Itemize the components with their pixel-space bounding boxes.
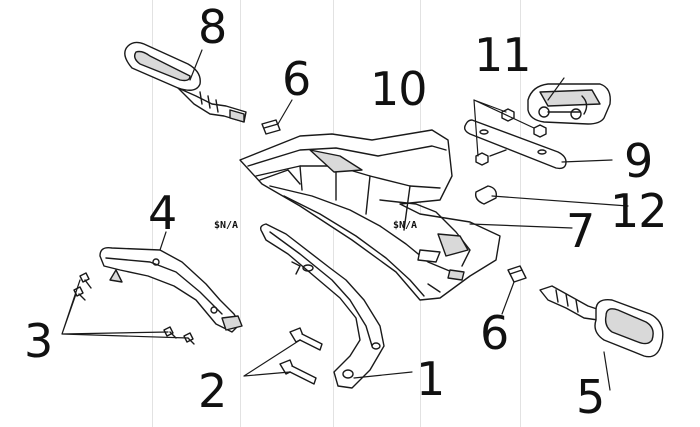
front-turn-signal-part: [125, 42, 246, 122]
na-label-right: $N/A: [393, 220, 418, 231]
leader-lines: [62, 50, 628, 390]
grid-line: [152, 0, 153, 427]
grid-line: [240, 0, 241, 427]
callout-6-upper: 6: [282, 52, 311, 106]
callout-3: 3: [24, 314, 53, 368]
bolt-part: [280, 328, 322, 384]
callout-2: 2: [198, 364, 227, 418]
callout-8: 8: [198, 0, 227, 54]
support-bracket-part: [261, 224, 384, 388]
callout-5: 5: [576, 370, 605, 424]
callout-1: 1: [416, 352, 445, 406]
screw-part: [74, 273, 194, 344]
side-bracket-part: [100, 248, 242, 332]
callout-7: 7: [566, 204, 595, 258]
grommet-lower-part: [508, 266, 526, 282]
callout-11: 11: [474, 28, 532, 82]
grid-line: [520, 0, 521, 427]
rear-turn-signal-part: [540, 286, 663, 357]
license-plate-light-part: [528, 84, 610, 124]
callout-10: 10: [370, 62, 428, 116]
rubber-plug-part: [476, 186, 497, 204]
callout-9: 9: [624, 134, 653, 188]
rear-fender-part: [240, 130, 500, 300]
grommet-upper-part: [262, 120, 280, 134]
callout-4: 4: [148, 186, 177, 240]
callout-12: 12: [610, 184, 668, 238]
na-label-left: $N/A: [214, 220, 239, 231]
callout-6-lower: 6: [480, 306, 509, 360]
